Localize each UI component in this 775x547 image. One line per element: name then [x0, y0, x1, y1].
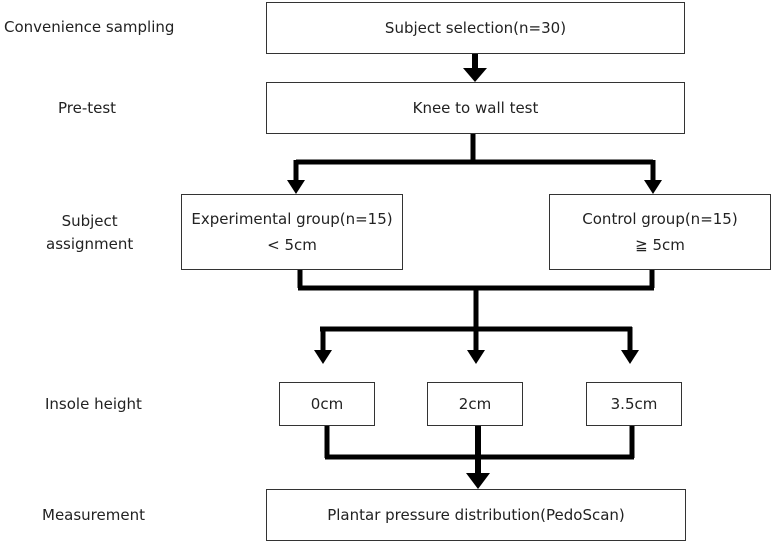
arrowhead-experimental — [287, 180, 305, 194]
stage-label-pretest: Pre-test — [58, 99, 117, 117]
arrowhead-control — [644, 180, 662, 194]
box-plantar-pressure: Plantar pressure distribution(PedoScan) — [266, 489, 686, 541]
box-experimental-group: Experimental group(n=15) < 5cm — [181, 194, 403, 270]
box-height-2cm: 2cm — [427, 382, 523, 426]
arrowhead-height-0 — [314, 350, 332, 364]
arrowhead-height-2 — [467, 350, 485, 364]
stage-label-assignment-line2: assignment — [46, 235, 134, 253]
arrowhead-measurement — [466, 473, 490, 489]
box-control-group: Control group(n=15) ≧ 5cm — [549, 194, 771, 270]
height-0cm-text: 0cm — [310, 395, 344, 413]
box-height-3-5cm: 3.5cm — [586, 382, 682, 426]
stage-label-assignment-line1: Subject — [61, 212, 118, 230]
plantar-pressure-text: Plantar pressure distribution(PedoScan) — [327, 506, 625, 524]
experimental-group-criterion: < 5cm — [267, 236, 317, 254]
stage-label-measurement: Measurement — [42, 506, 145, 524]
stage-label-insole: Insole height — [45, 395, 142, 413]
box-subject-selection-text: Subject selection(n=30) — [384, 19, 567, 37]
stage-label-assignment: Subject assignment — [46, 210, 133, 256]
control-group-title: Control group(n=15) — [582, 210, 738, 228]
height-2cm-text: 2cm — [458, 395, 492, 413]
arrowhead-pretest — [463, 68, 487, 82]
box-height-0cm: 0cm — [279, 382, 375, 426]
stage-label-sampling: Convenience sampling — [4, 18, 175, 36]
box-knee-to-wall-test: Knee to wall test — [266, 82, 685, 134]
experimental-group-title: Experimental group(n=15) — [191, 210, 393, 228]
control-group-criterion: ≧ 5cm — [635, 236, 685, 254]
box-subject-selection: Subject selection(n=30) — [266, 2, 685, 54]
box-knee-to-wall-text: Knee to wall test — [412, 99, 539, 117]
height-3-5cm-text: 3.5cm — [610, 395, 658, 413]
arrowhead-height-35 — [621, 350, 639, 364]
